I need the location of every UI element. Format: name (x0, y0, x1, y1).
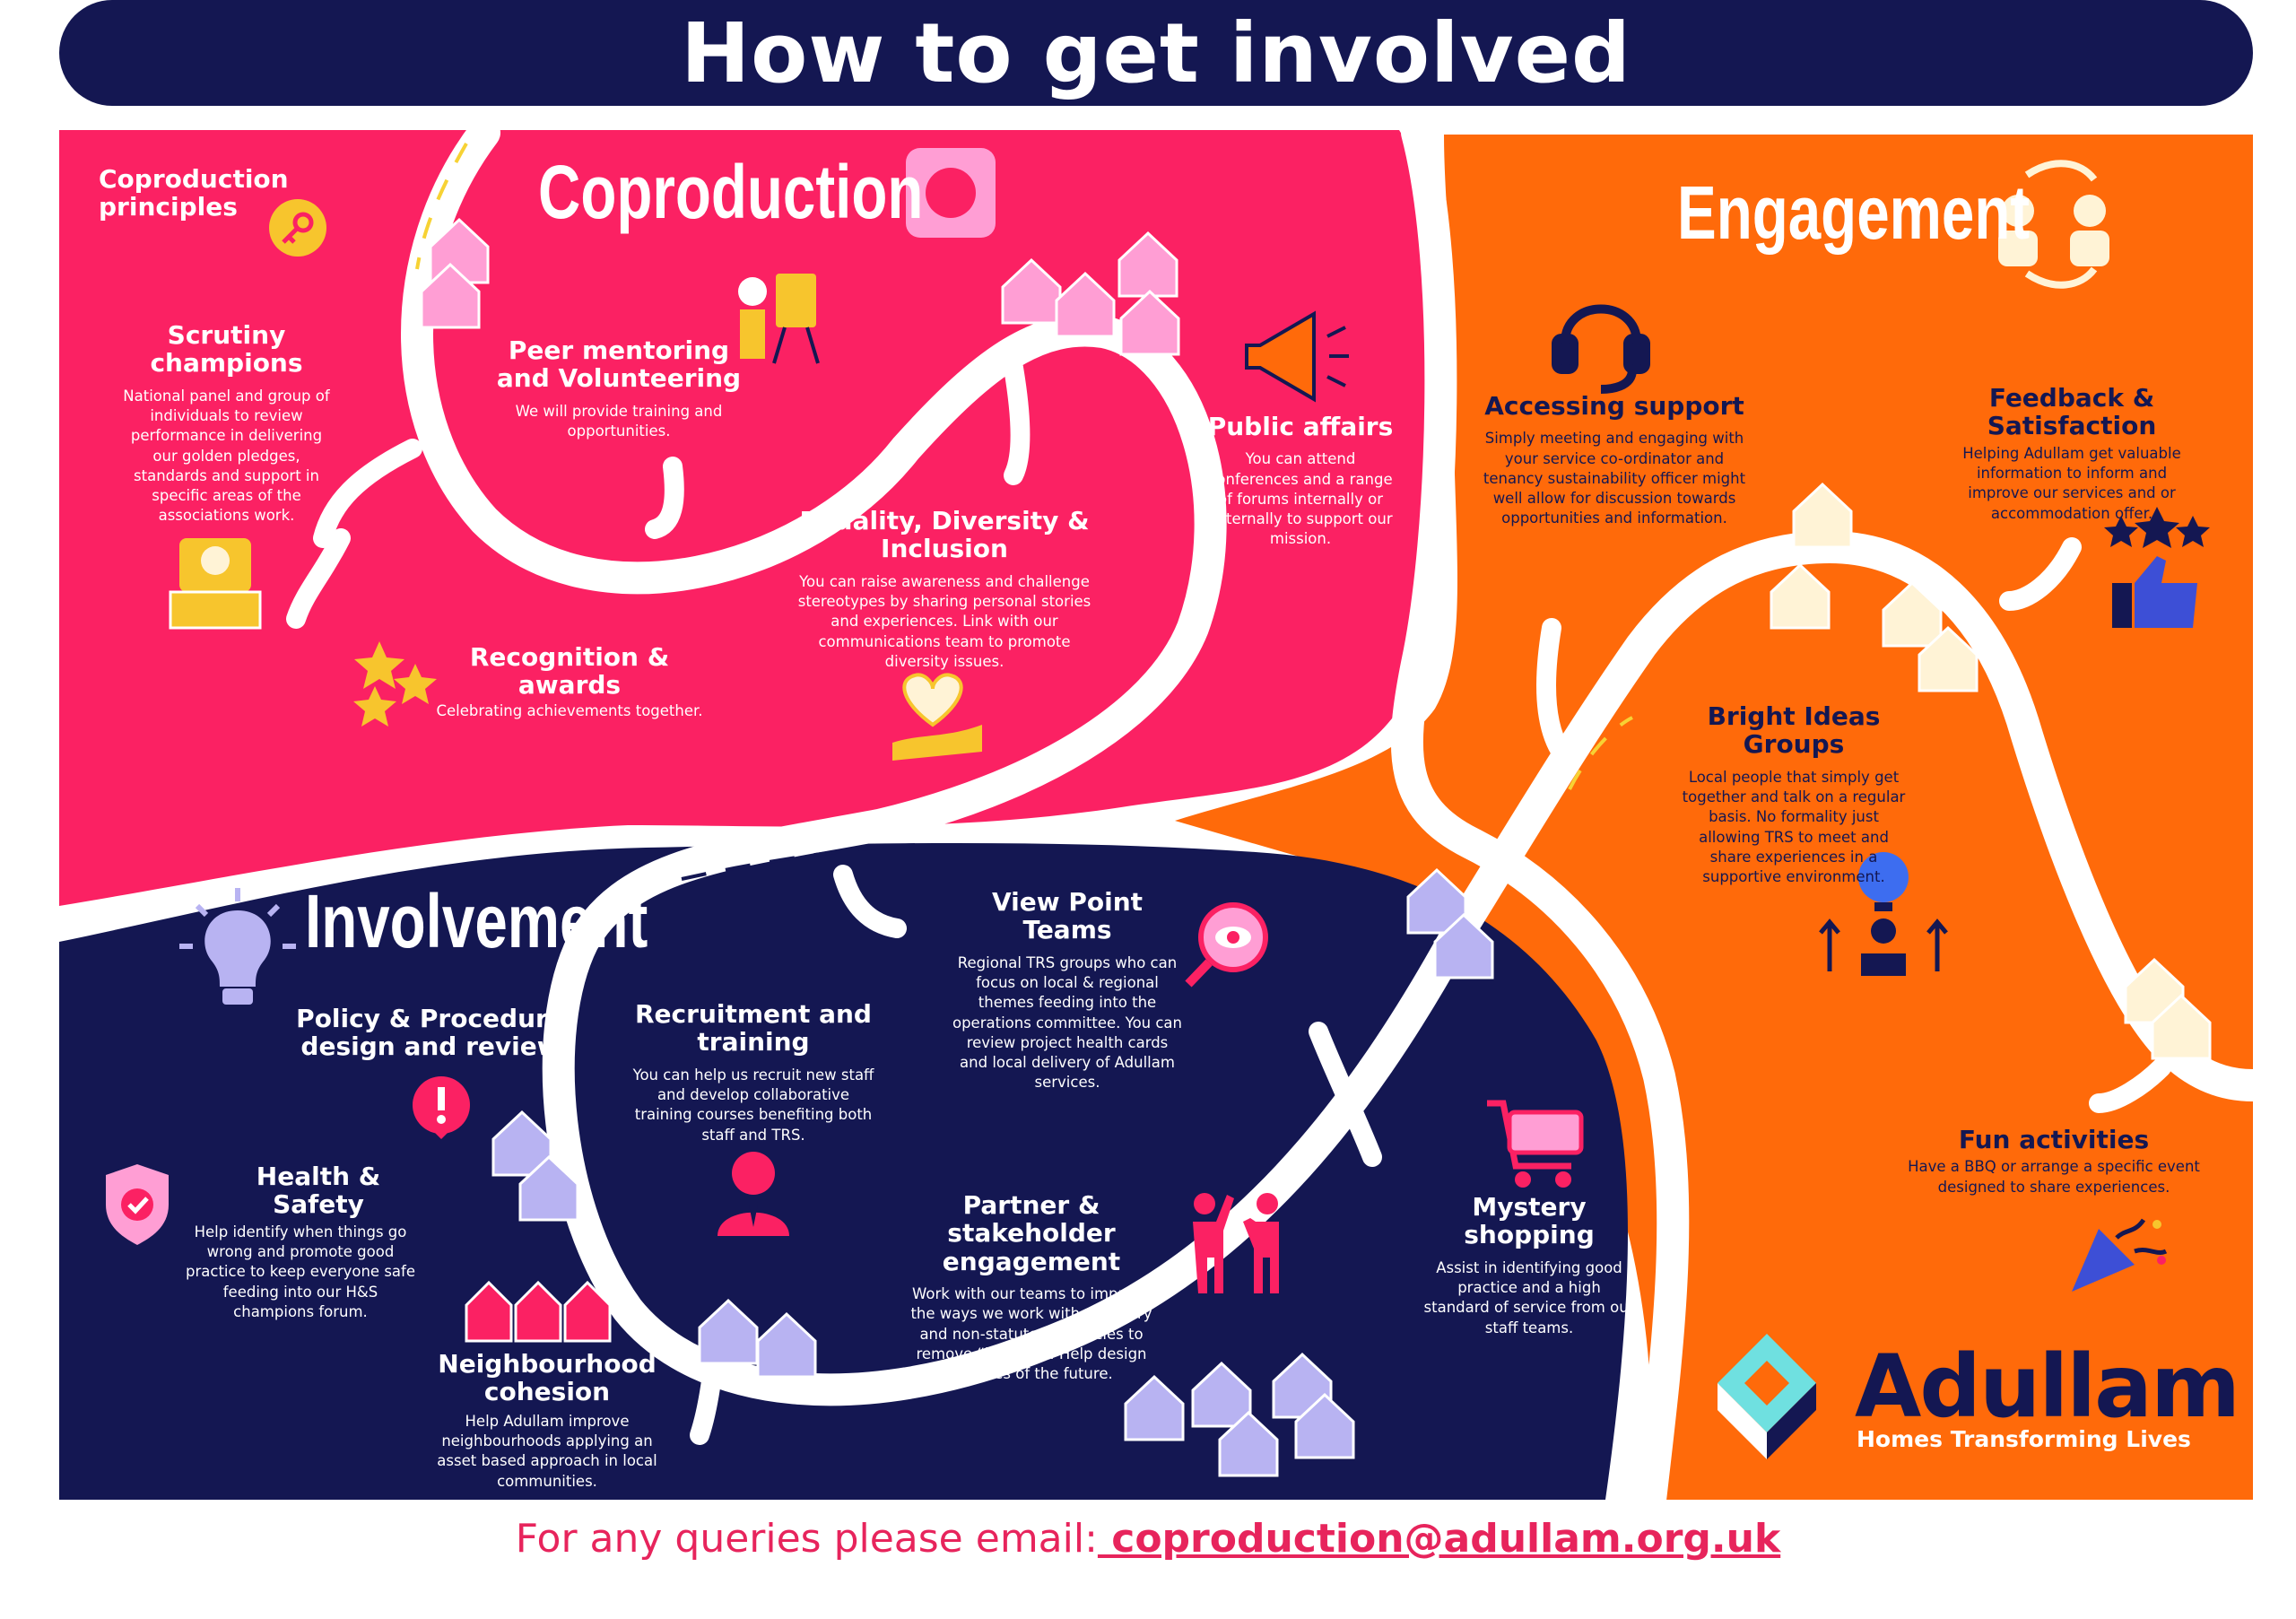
footer: For any queries please email: coproducti… (0, 1516, 2296, 1562)
item-title: Partner & stakeholder engagement (942, 1190, 1121, 1276)
involvement-area (59, 843, 1628, 1500)
item-scrutiny-champions: Scrutiny champions National panel and gr… (117, 321, 336, 527)
shield-check-icon (106, 1164, 169, 1245)
item-partner-stakeholder: Partner & stakeholder engagement Work wi… (883, 1191, 1179, 1384)
road-main (401, 117, 2269, 1406)
item-desc: Regional TRS groups who can focus on loc… (952, 953, 1183, 1092)
title-bar: How to get involved (59, 0, 2253, 106)
item-fun-activities: Fun activities Have a BBQ or arrange a s… (1901, 1126, 2206, 1197)
item-public-affairs: Public affairs You can attend conference… (1202, 413, 1399, 550)
brand-name: Adullam (1855, 1336, 2240, 1437)
item-feedback-satisfaction: Feedback & Satisfaction Helping Adullam … (1910, 384, 2233, 524)
road-branch-feedback (1999, 537, 2082, 611)
road-split (1390, 117, 1690, 1516)
item-desc: We will provide training and opportuniti… (515, 402, 723, 440)
lightbulb-icon (179, 888, 296, 1005)
houses-decoration (420, 217, 2212, 1477)
thumbs-up-stars-icon (2104, 507, 2210, 628)
road-branch-eng (1536, 618, 1579, 772)
item-view-point-teams: View Point Teams Regional TRS groups who… (951, 888, 1184, 1093)
warning-icon (413, 1076, 470, 1139)
adullam-logo-icon (1718, 1334, 1816, 1459)
presentation-icon (738, 274, 820, 364)
headset-icon (1552, 304, 1650, 394)
item-desc: You can help us recruit new staff and de… (632, 1066, 874, 1144)
item-desc: Help Adullam improve neighbourhoods appl… (437, 1412, 657, 1490)
item-title: Peer mentoring and Volunteering (496, 335, 742, 394)
road-branch-left (313, 439, 422, 548)
megaphone-icon (1245, 310, 1349, 403)
item-policy-procedure: Policy & Procedure design and review (287, 1005, 574, 1061)
people-exchange-icon (1998, 160, 2109, 289)
item-bright-ideas: Bright Ideas Groups Local people that si… (1659, 702, 1928, 887)
speaker-podium-icon (169, 538, 262, 630)
item-coproduction-principles: Coproduction principles (99, 165, 323, 222)
page-title: How to get involved (681, 4, 1631, 101)
item-recognition-awards: Recognition & awards Celebrating achieve… (435, 643, 704, 721)
high-five-icon (1193, 1193, 1279, 1293)
footer-prefix: For any queries please email: (515, 1516, 1098, 1562)
engagement-area (1175, 135, 2253, 1500)
road-branch-left2 (286, 528, 351, 629)
item-title: Public affairs (1207, 412, 1394, 441)
party-popper-icon (2072, 1218, 2168, 1292)
footer-email-link[interactable]: coproduction@adullam.org.uk (1097, 1516, 1781, 1562)
section-title-engagement: Engagement (1677, 170, 2031, 255)
item-title: Feedback & Satisfaction (1987, 383, 2157, 441)
brand-tagline: Homes Transforming Lives (1857, 1426, 2191, 1452)
road-branch-mystery (1309, 1022, 1382, 1167)
item-title: Recruitment and training (635, 999, 872, 1058)
item-peer-mentoring: Peer mentoring and Volunteering We will … (489, 336, 749, 441)
item-desc: Work with our teams to improve the ways … (910, 1285, 1152, 1383)
item-desc: Assist in identifying good practice and … (1423, 1258, 1635, 1336)
item-desc: Have a BBQ or arrange a specific event d… (1908, 1158, 2200, 1196)
key-icon (269, 199, 326, 257)
section-title-coproduction: Coproduction (538, 150, 924, 234)
item-desc: Help identify when things go wrong and p… (186, 1223, 415, 1320)
road-branch-mid (1004, 358, 1031, 485)
road-branch-fun (2089, 1058, 2171, 1113)
magnifier-eye-icon (1185, 902, 1268, 988)
stars-icon (353, 641, 437, 727)
houses-icon (465, 1280, 612, 1343)
item-title: Bright Ideas Groups (1707, 701, 1881, 760)
item-title: Fun activities (1958, 1125, 2150, 1154)
item-title: Accessing support (1484, 391, 1744, 421)
item-desc: Local people that simply get together an… (1682, 768, 1906, 886)
item-title: Mystery shopping (1464, 1192, 1595, 1250)
idea-person-icon (1819, 852, 1948, 976)
item-desc: You can raise awareness and challenge st… (797, 572, 1091, 670)
item-desc: You can attend conferences and a range o… (1208, 450, 1393, 548)
item-desc: Celebrating achievements together. (436, 701, 703, 719)
road-branch-peer (645, 457, 684, 539)
item-desc: Simply meeting and engaging with your se… (1483, 430, 1746, 527)
item-health-safety: Health & Safety Help identify when thing… (184, 1162, 417, 1322)
item-title: Equality, Diversity & Inclusion (799, 506, 1090, 564)
item-desc: National panel and group of individuals … (123, 387, 330, 525)
shopping-cart-icon (1487, 1100, 1584, 1188)
item-title: Health & Safety (256, 1162, 381, 1220)
road-branch-inv (833, 865, 907, 938)
heart-hand-icon (892, 673, 982, 761)
item-title: Recognition & awards (469, 642, 670, 701)
section-title-involvement: Involvement (305, 879, 648, 963)
item-accessing-support: Accessing support Simply meeting and eng… (1480, 392, 1749, 529)
item-recruitment-training: Recruitment and training You can help us… (628, 1000, 879, 1145)
item-title: Policy & Procedure design and review (296, 1004, 565, 1062)
item-mystery-shopping: Mystery shopping Assist in identifying g… (1413, 1193, 1646, 1338)
item-desc: Helping Adullam get valuable information… (1962, 444, 2181, 522)
item-neighbourhood-cohesion: Neighbourhood cohesion Help Adullam impr… (430, 1350, 664, 1492)
road-dashes-yellow (415, 143, 1633, 790)
item-equality-diversity: Equality, Diversity & Inclusion You can … (796, 507, 1092, 672)
item-title: Scrutiny champions (150, 320, 303, 379)
item-title: View Point Teams (991, 887, 1144, 945)
hands-circle-icon (906, 148, 996, 238)
item-title: Neighbourhood cohesion (438, 1349, 657, 1407)
item-title: Coproduction principles (99, 164, 289, 222)
recruit-person-icon (718, 1152, 789, 1236)
